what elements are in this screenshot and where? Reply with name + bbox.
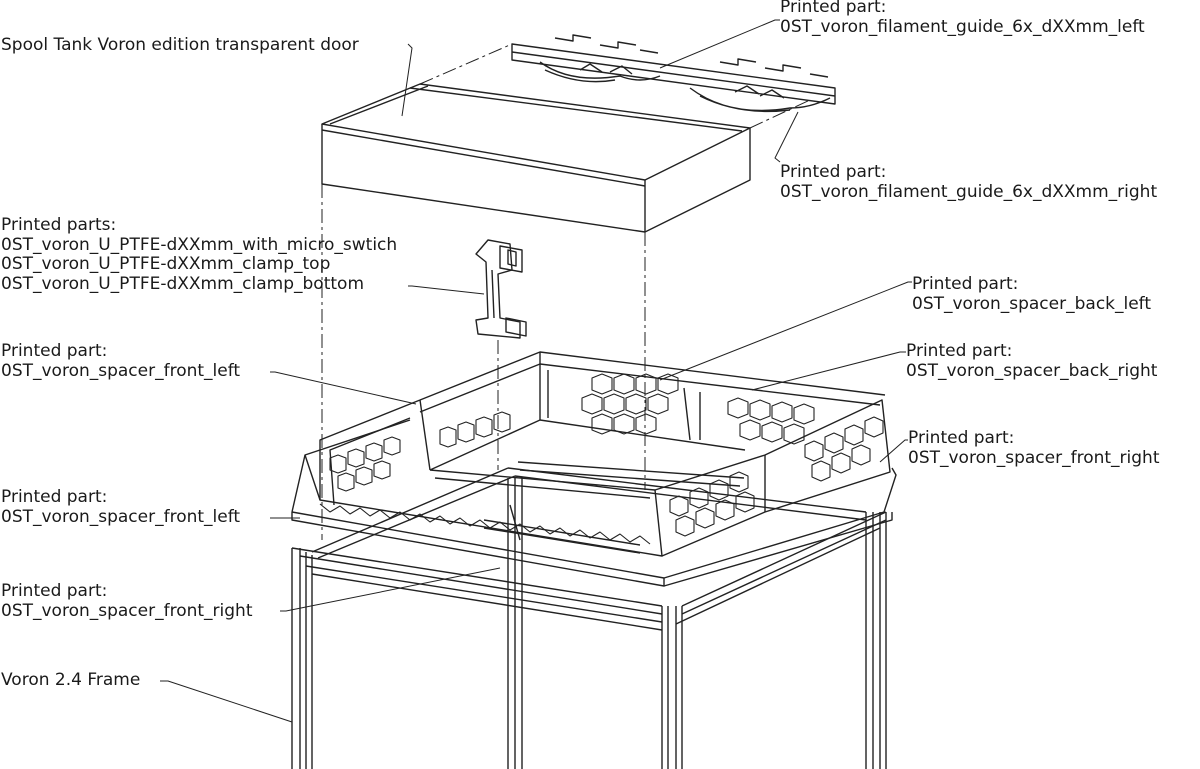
label-door: Spool Tank Voron edition transparent doo…	[1, 35, 359, 56]
label-line: 0ST_voron_spacer_back_right	[906, 360, 1158, 381]
label-spacer-front-left-top: Printed part: 0ST_voron_spacer_front_lef…	[1, 341, 241, 381]
label-line: 0ST_voron_filament_guide_6x_dXXmm_left	[780, 16, 1145, 37]
u-ptfe-bracket	[475, 239, 527, 339]
label-spacer-back-left: Printed part: 0ST_voron_spacer_back_left	[912, 274, 1152, 314]
label-line: Spool Tank Voron edition transparent doo…	[1, 35, 359, 55]
label-line: 0ST_voron_spacer_front_right	[908, 447, 1160, 468]
filament-guide	[511, 34, 836, 113]
label-line: 0ST_voron_spacer_front_left	[1, 506, 241, 527]
label-line: 0ST_voron_spacer_front_left	[1, 360, 241, 381]
label-line: Printed part:	[1, 581, 108, 601]
label-line: Voron 2.4 Frame	[1, 670, 141, 690]
label-line: Printed part:	[780, 0, 887, 17]
label-line: Printed part:	[1, 487, 108, 507]
label-spacer-front-left-bottom: Printed part: 0ST_voron_spacer_front_lef…	[1, 487, 241, 527]
label-line: Printed part:	[906, 341, 1013, 361]
label-line: 0ST_voron_U_PTFE-dXXmm_clamp_top	[1, 254, 331, 274]
label-line: 0ST_voron_spacer_front_right	[1, 600, 253, 621]
label-line: 0ST_voron_U_PTFE-dXXmm_clamp_bottom	[1, 273, 365, 294]
label-u-ptfe-parts: Printed parts: 0ST_voron_U_PTFE-dXXmm_wi…	[1, 215, 398, 294]
leader-lines	[160, 19, 912, 723]
label-spacer-front-right-top: Printed part: 0ST_voron_spacer_front_rig…	[908, 428, 1160, 468]
label-line: Printed part:	[908, 428, 1015, 448]
label-line: 0ST_voron_filament_guide_6x_dXXmm_right	[780, 181, 1158, 202]
label-line: 0ST_voron_spacer_back_left	[912, 293, 1152, 314]
voron-frame	[291, 461, 887, 769]
label-line: Printed part:	[1, 341, 108, 361]
label-voron-frame: Voron 2.4 Frame	[1, 670, 141, 691]
transparent-door	[321, 83, 751, 233]
label-line: Printed parts:	[1, 215, 117, 235]
label-spacer-back-right: Printed part: 0ST_voron_spacer_back_righ…	[906, 341, 1158, 381]
label-line: Printed part:	[780, 162, 887, 182]
label-line: 0ST_voron_U_PTFE-dXXmm_with_micro_swtich	[1, 234, 398, 255]
spacer-ring	[291, 351, 897, 587]
honeycomb-pattern	[319, 373, 884, 545]
projection-lines	[321, 43, 811, 540]
label-filament-guide-right: Printed part: 0ST_voron_filament_guide_6…	[780, 162, 1158, 202]
label-spacer-front-right-bottom: Printed part: 0ST_voron_spacer_front_rig…	[1, 581, 253, 621]
label-line: Printed part:	[912, 274, 1019, 294]
label-filament-guide-left: Printed part: 0ST_voron_filament_guide_6…	[780, 0, 1145, 37]
